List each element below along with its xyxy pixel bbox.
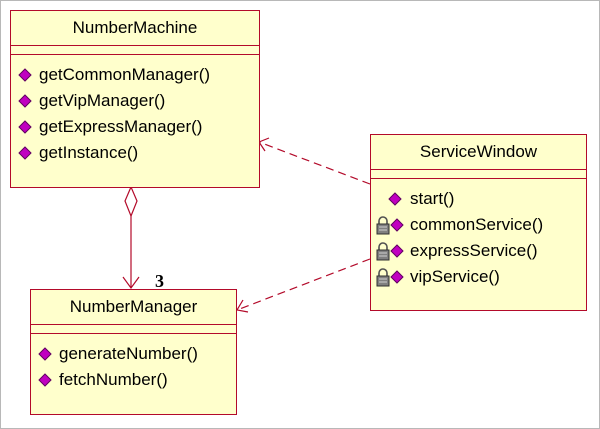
- operations-compartment: generateNumber() fetchNumber(): [31, 334, 236, 393]
- public-operation-diamond-icon: [37, 367, 63, 393]
- public-operation-diamond-icon: [17, 140, 43, 166]
- protected-operation-lock-icon: [375, 264, 404, 290]
- aggregation-multiplicity: 3: [155, 271, 164, 291]
- attributes-compartment: [31, 325, 236, 334]
- public-operation-diamond-icon: [387, 186, 413, 212]
- public-operation-diamond-icon: [17, 62, 43, 88]
- attributes-compartment: [11, 46, 259, 55]
- operation-row[interactable]: getInstance(): [11, 140, 259, 166]
- dependency-line-to-numbermachine[interactable]: [258, 141, 371, 185]
- attributes-compartment: [371, 170, 586, 179]
- class-numbermachine[interactable]: NumberMachine getCommonManager() getVipM…: [10, 10, 260, 188]
- operation-label: fetchNumber(): [59, 370, 168, 389]
- operation-row[interactable]: commonService(): [371, 212, 586, 238]
- class-numbermanager[interactable]: NumberManager generateNumber() fetchNumb…: [30, 289, 237, 415]
- operation-label: getExpressManager(): [39, 117, 203, 136]
- protected-operation-lock-icon: [375, 238, 404, 264]
- operation-label: expressService(): [410, 241, 538, 260]
- public-operation-diamond-icon: [17, 114, 43, 140]
- operation-label: vipService(): [410, 267, 500, 286]
- protected-operation-lock-icon: [375, 212, 404, 238]
- public-operation-diamond-icon: [37, 341, 63, 367]
- class-name: NumberManager: [31, 290, 236, 325]
- operation-label: commonService(): [410, 215, 544, 234]
- class-name: ServiceWindow: [371, 135, 586, 170]
- dependency-arrowhead-numbermanager: [236, 299, 249, 313]
- operation-row[interactable]: getCommonManager(): [11, 62, 259, 88]
- operation-row[interactable]: generateNumber(): [31, 341, 236, 367]
- operations-compartment: start() commonService(): [371, 179, 586, 290]
- aggregation-diamond: [124, 185, 138, 218]
- operation-row[interactable]: getExpressManager(): [11, 114, 259, 140]
- operation-label: getCommonManager(): [39, 65, 211, 84]
- operation-label: getInstance(): [39, 143, 139, 162]
- class-name: NumberMachine: [11, 11, 259, 46]
- dependency-line-to-numbermanager[interactable]: [236, 258, 371, 311]
- operation-label: getVipManager(): [39, 91, 166, 110]
- operations-compartment: getCommonManager() getVipManager() getEx…: [11, 55, 259, 166]
- public-operation-diamond-icon: [17, 88, 43, 114]
- operation-row[interactable]: vipService(): [371, 264, 586, 290]
- class-servicewindow[interactable]: ServiceWindow start(): [370, 134, 587, 311]
- aggregation-arrowhead: [122, 276, 140, 290]
- operation-label: start(): [410, 189, 455, 208]
- dependency-arrowhead-numbermachine: [258, 137, 270, 152]
- operation-row[interactable]: getVipManager(): [11, 88, 259, 114]
- operation-row[interactable]: fetchNumber(): [31, 367, 236, 393]
- operation-row[interactable]: start(): [371, 186, 586, 212]
- operation-label: generateNumber(): [59, 344, 198, 363]
- operation-row[interactable]: expressService(): [371, 238, 586, 264]
